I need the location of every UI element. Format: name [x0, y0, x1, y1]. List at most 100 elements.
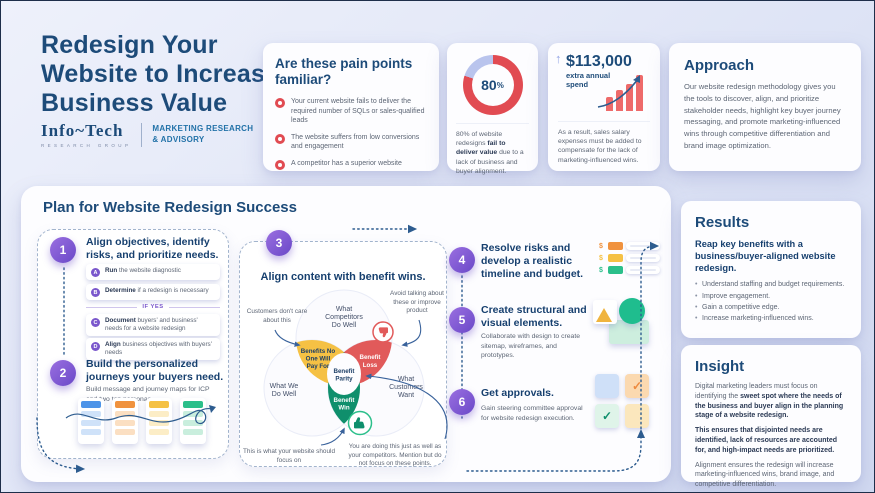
action-verb: Run	[105, 267, 118, 274]
dollar-sign: $	[599, 266, 603, 274]
if-yes-divider: IF YES	[86, 304, 220, 310]
venn-label: Competitors	[325, 314, 363, 321]
donut-unit: %	[496, 80, 504, 90]
alert-target-icon	[275, 133, 285, 144]
action-text: Document buyers' and business' needs for…	[105, 317, 215, 333]
infotech-logo: Info~Tech RESEARCH GROUP MARKETING RESEA…	[41, 121, 253, 148]
action-box-a: A Run the website diagnostic	[86, 264, 220, 280]
up-arrow-icon: ↑	[555, 51, 562, 66]
approach-title: Approach	[684, 57, 755, 74]
logo-tagline: MARKETING RESEARCH & ADVISORY	[152, 124, 253, 146]
letter-badge: B	[91, 288, 100, 297]
spend-caption: As a result, sales salary expenses must …	[558, 121, 650, 165]
card-header	[115, 401, 135, 408]
persona-card-blue	[78, 398, 104, 444]
insight-card: Insight Digital marketing leaders must f…	[681, 345, 861, 488]
venn-label: What	[398, 376, 414, 383]
dollar-sign: $	[599, 242, 603, 250]
title-line-3: Business Value	[41, 89, 228, 117]
caption-bold: fail to deliver value	[456, 140, 506, 157]
action-verb: Determine	[105, 287, 136, 294]
venn-label-bold: Loss	[363, 362, 378, 369]
card-row	[81, 420, 101, 426]
card-header	[183, 401, 203, 408]
letter-badge: A	[91, 268, 100, 277]
card-row	[149, 420, 169, 426]
triangle-shape	[596, 308, 612, 322]
venn-label: Do Well	[272, 391, 297, 398]
venn-label: Want	[398, 392, 414, 399]
steps-1-2-panel: 1 Align objectives, identify risks, and …	[37, 229, 229, 459]
insight-p2-bold: This ensures that disjointed needs are i…	[695, 427, 837, 454]
caption-post: due to a lack of business and buyer alig…	[456, 149, 524, 175]
tagline-line-1: MARKETING RESEARCH	[152, 123, 254, 133]
venn-label-bold: Benefit	[334, 368, 355, 375]
donut-value: 80	[481, 77, 497, 93]
check-icon: ✓	[595, 404, 619, 428]
budget-row: $	[599, 266, 660, 274]
step-1-badge: 1	[50, 237, 76, 263]
action-box-c: C Document buyers' and business' needs f…	[86, 314, 220, 337]
pain-point-text: Your current website fails to deliver th…	[291, 98, 425, 125]
action-rest: the website diagnostic	[117, 267, 181, 274]
insight-p1-pre: Digital marketing leaders must focus on …	[695, 383, 818, 400]
logo-name: Info~Tech	[41, 121, 124, 140]
action-text: Align business objectives with buyers' n…	[105, 341, 215, 357]
bar	[636, 75, 643, 111]
venn-label-bold: Benefit	[334, 397, 355, 404]
result-item: Gain a competitive edge.	[695, 303, 847, 313]
spend-label: extra annual spend	[566, 71, 611, 90]
persona-card-yellow	[146, 398, 172, 444]
venn-label: Do Well	[332, 322, 357, 329]
venn-region-benefit-parity	[327, 353, 361, 395]
thumbs-down-icon	[372, 321, 394, 343]
step-4-badge: 4	[449, 247, 475, 273]
insight-paragraph-3: Alignment ensures the redesign will incr…	[695, 461, 835, 489]
results-subtitle: Reap key benefits with a business/buyer-…	[695, 239, 836, 274]
venn-label-bold: One Will	[306, 356, 331, 363]
budget-rows-icon: $ $ $	[599, 242, 660, 278]
pain-point-text: The website suffers from low conversions…	[291, 133, 420, 151]
pain-point-text: A competitor has a superior website	[291, 159, 402, 167]
venn-note-bottom-left: This is what your website should focus o…	[243, 448, 335, 464]
approach-card: Approach Our website redesign methodolog…	[669, 43, 861, 171]
action-text: Determine if a redesign is necessary	[105, 287, 209, 295]
bar	[616, 90, 623, 111]
step-5-desc: Collaborate with design to create sitema…	[481, 333, 580, 360]
action-verb: Document	[105, 317, 136, 324]
bar	[606, 97, 613, 111]
result-item: Improve engagement.	[695, 292, 847, 302]
card-row	[115, 420, 135, 426]
step-number: 5	[458, 313, 466, 327]
budget-row: $	[599, 254, 660, 262]
venn-note-right: Avoid talking about these or improve pro…	[390, 290, 444, 315]
bar	[626, 84, 633, 111]
title-line-1: Redesign Your	[41, 31, 218, 59]
venn-label: Customers	[389, 384, 423, 391]
letter-badge: D	[91, 342, 100, 351]
action-box-b: B Determine if a redesign is necessary	[86, 284, 220, 300]
action-rest: business objectives with buyers' needs	[105, 341, 212, 357]
budget-row: $	[599, 242, 660, 250]
action-text: Run the website diagnostic	[105, 267, 181, 275]
plan-title: Plan for Website Redesign Success	[43, 199, 297, 216]
persona-card-orange	[112, 398, 138, 444]
action-rest: buyers' and business' needs for a websit…	[105, 317, 198, 333]
card-header	[149, 401, 169, 408]
approval-grid-icon: ✓ ✓	[595, 374, 649, 428]
pain-points-title: Are these pain points familiar?	[275, 56, 413, 88]
result-item: Understand staffing and budget requireme…	[695, 280, 847, 290]
card-row	[149, 429, 169, 435]
dollar-sign: $	[599, 254, 603, 262]
circle-shape	[619, 298, 645, 324]
logo-subtext: RESEARCH GROUP	[41, 143, 132, 148]
pain-point-item: The website suffers from low conversions…	[275, 133, 427, 152]
logo-divider	[141, 122, 143, 147]
page-title: Redesign Your Website to Increase Busine…	[41, 31, 279, 118]
plan-card: Plan for Website Redesign Success 1 Alig…	[21, 186, 671, 482]
step-6-badge: 6	[449, 389, 475, 415]
insight-title: Insight	[695, 358, 745, 375]
check-icon: ✓	[625, 374, 649, 398]
pain-point-item: A competitor has a superior website	[275, 159, 427, 170]
